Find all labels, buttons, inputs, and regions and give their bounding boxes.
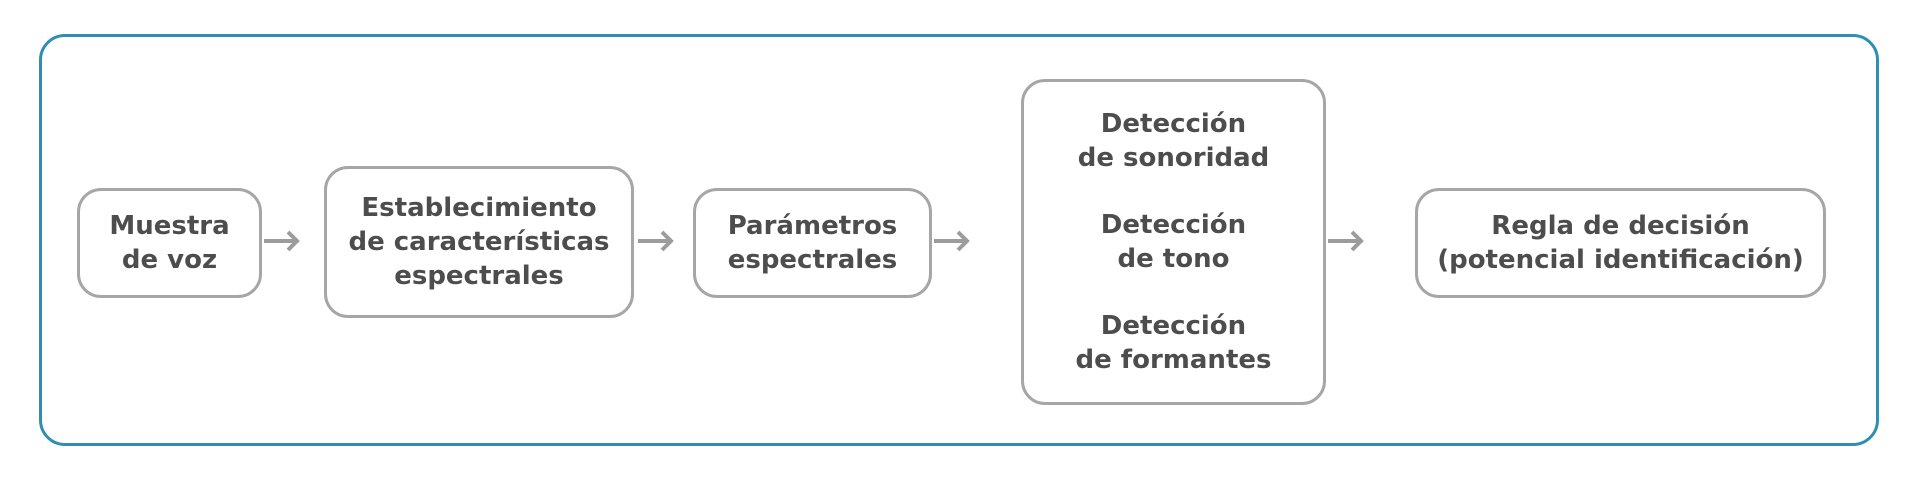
node-label-line: Detección xyxy=(1100,311,1247,341)
node-label-line: espectrales xyxy=(727,245,898,275)
node-label-line: de sonoridad xyxy=(1077,143,1270,173)
node-label-line: Establecimiento xyxy=(361,193,597,223)
arrow-right-icon xyxy=(1328,230,1364,252)
node-label-line: Regla de decisión xyxy=(1491,211,1750,241)
arrow-right-icon xyxy=(264,230,300,252)
diagram-frame xyxy=(39,34,1879,446)
arrow-right-icon xyxy=(638,230,674,252)
node-label-line: de tono xyxy=(1117,244,1230,274)
node-label-line: de formantes xyxy=(1075,345,1272,375)
node-label-line: de características xyxy=(348,227,610,257)
node-label-line: Detección xyxy=(1100,109,1247,139)
node-parametros-espectrales: Parámetros espectrales xyxy=(693,188,932,298)
node-establecimiento-caracteristicas: Establecimiento de características espec… xyxy=(324,166,634,318)
node-label-line: de voz xyxy=(121,245,218,275)
node-label-line: Detección xyxy=(1100,210,1247,240)
node-label-line: espectrales xyxy=(394,261,564,291)
deteccion-sonoridad-group: Detección de sonoridad xyxy=(1078,107,1270,175)
node-detecciones: Detección de sonoridad Detección de tono… xyxy=(1021,79,1326,405)
arrow-right-icon xyxy=(934,230,970,252)
node-label-line: Muestra xyxy=(109,211,230,241)
node-label-line: Parámetros xyxy=(727,211,898,241)
node-muestra-de-voz: Muestra de voz xyxy=(77,188,262,298)
node-regla-de-decision: Regla de decisión (potencial identificac… xyxy=(1415,188,1826,298)
deteccion-tono-group: Detección de tono xyxy=(1101,208,1246,276)
deteccion-formantes-group: Detección de formantes xyxy=(1076,309,1272,377)
node-label-line: (potencial identificación) xyxy=(1437,245,1804,275)
